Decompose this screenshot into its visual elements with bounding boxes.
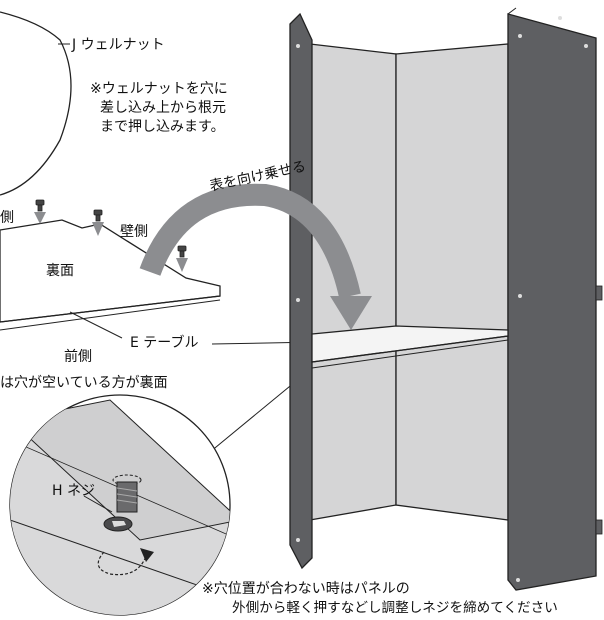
cabinet-left-door [289, 12, 313, 570]
front-leader-line [69, 311, 123, 339]
nut-detail-circle [0, 11, 72, 196]
note-adjust-line-2: 外側から軽く押すなどし調整しネジを締めてください [232, 600, 558, 616]
label-front-side: 前側 [64, 349, 92, 365]
label-wall-side: 壁側 [120, 224, 148, 240]
rotation-arrow [97, 551, 147, 576]
note-adjust-line-1: ※穴位置が合わない時はパネルの [202, 581, 410, 597]
table-board-underside [0, 219, 221, 331]
label-side-left: 側 [0, 210, 14, 226]
weld-nut-markers [34, 199, 188, 272]
label-screw: H ネジ [52, 483, 95, 499]
screw-h [103, 474, 142, 532]
label-table: E テーブル [130, 335, 199, 351]
weld-nut-3 [176, 245, 188, 272]
cabinet-right-door [507, 7, 603, 591]
note-weld-nut-line-3: まで押し込みます。 [100, 119, 225, 135]
weld-nut-1 [34, 199, 46, 224]
note-weld-nut-line-1: ※ウェルナットを穴に [90, 81, 228, 97]
flip-arrow [139, 183, 372, 330]
note-weld-nut-line-2: 差し込み上から根元 [100, 100, 226, 116]
note-weld-nut: ※ウェルナットを穴に 差し込み上から根元 まで押し込みます。 [90, 80, 228, 137]
label-back-face: 裏面 [46, 263, 74, 279]
cabinet-shelf [311, 325, 509, 369]
label-weld-nut: J ウェルナット [72, 37, 165, 53]
screw-detail-circle [9, 394, 231, 616]
note-adjust: ※穴位置が合わない時はパネルの 外側から軽く押すなどし調整しネジを締めてください [202, 580, 558, 618]
screw-leader-line [83, 495, 113, 513]
label-hole-note: は穴が空いている方が裏面 [0, 375, 168, 391]
weld-nut-2 [92, 209, 104, 236]
